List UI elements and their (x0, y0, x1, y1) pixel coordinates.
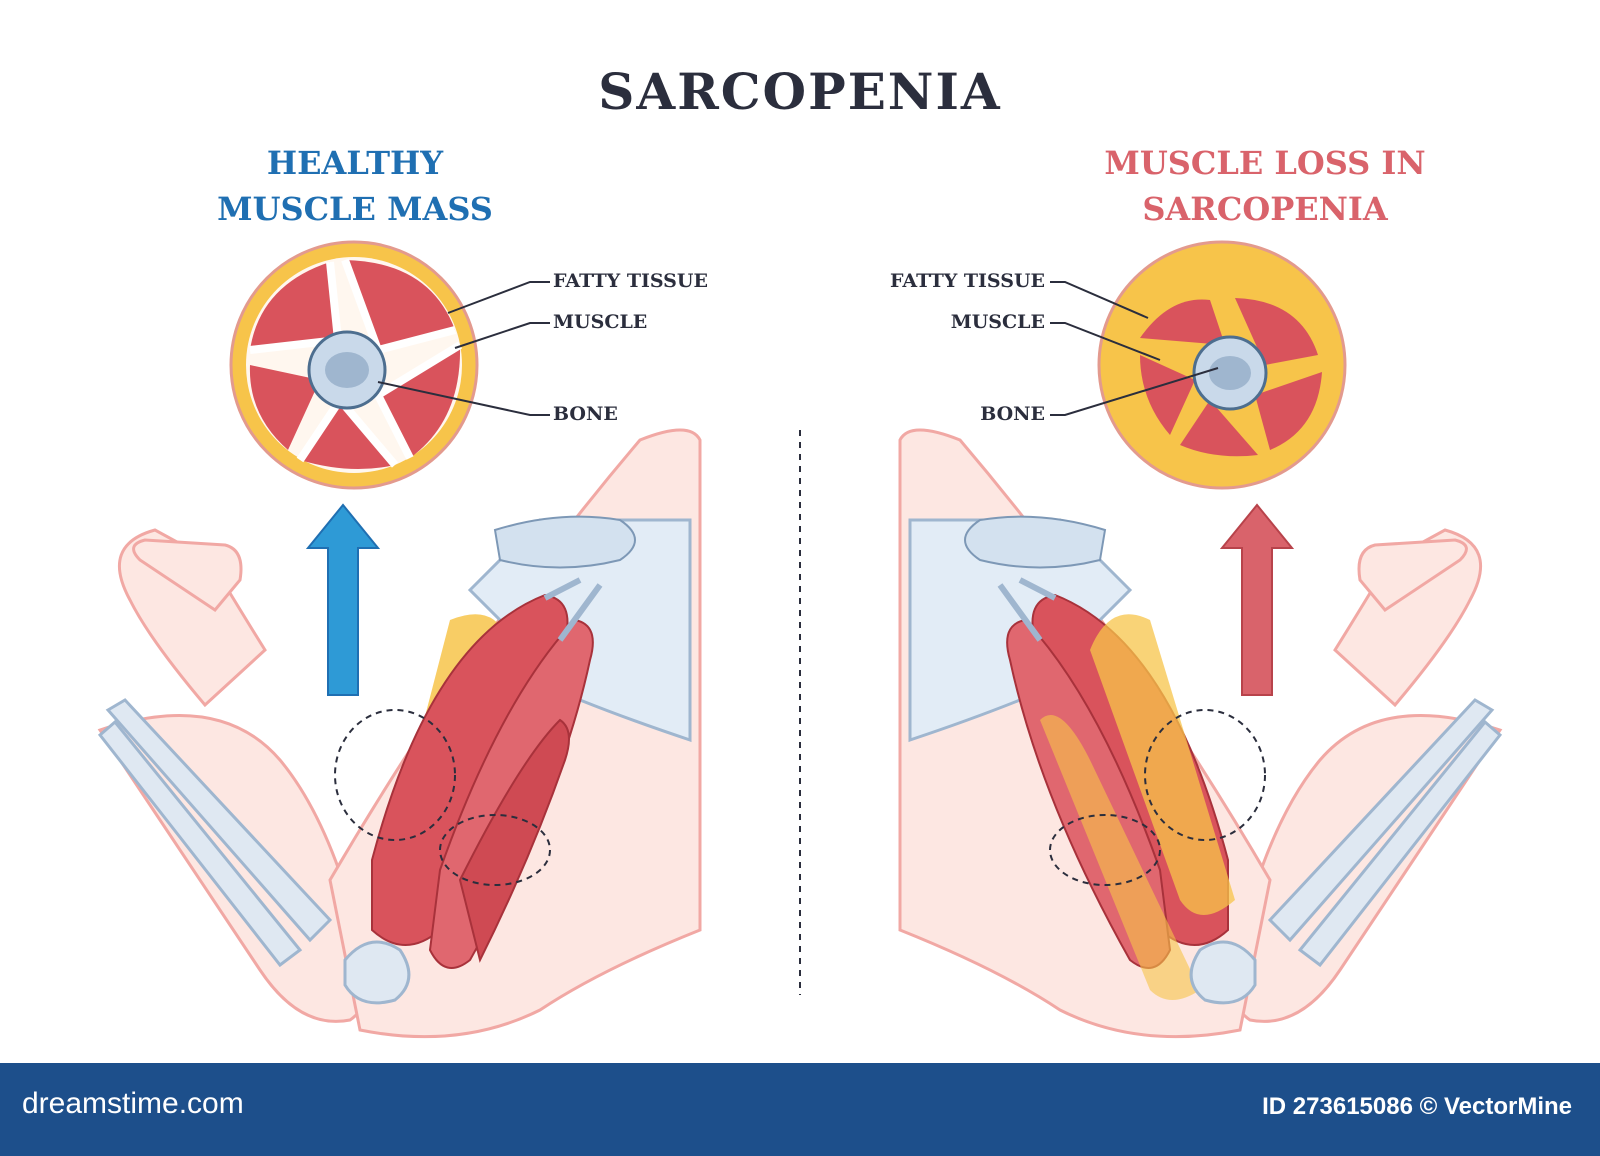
healthy-label-muscle: MUSCLE (553, 311, 648, 333)
sarcopenia-diagram (97, 240, 1503, 1039)
healthy-arrow (305, 503, 381, 696)
sarcopenia-leader-lines (1050, 281, 1219, 416)
sarcopenia-label-bone: BONE (980, 403, 1045, 425)
sarcopenia-label-fatty-tissue: FATTY TISSUE (890, 270, 1045, 292)
healthy-leader-lines (377, 281, 550, 416)
diagram-title: SARCOPENIA (598, 62, 1002, 121)
footer-brand[interactable]: dreamstime.com (22, 1087, 244, 1120)
footer-bar: dreamstime.com ID 273615086 © VectorMine (0, 1063, 1600, 1156)
healthy-label-bone: BONE (553, 403, 618, 425)
sarcopenia-arm (898, 428, 1503, 1039)
healthy-arm (97, 428, 702, 1039)
sarcopenia-cross-section (1097, 240, 1347, 490)
footer-image-id: ID 273615086 © VectorMine (1262, 1093, 1572, 1120)
sarcopenia-label-muscle: MUSCLE (950, 311, 1045, 333)
sarcopenia-heading: MUSCLE LOSS IN SARCOPENIA (1104, 144, 1426, 228)
healthy-cross-section (229, 240, 479, 490)
healthy-heading: HEALTHY MUSCLE MASS (217, 144, 493, 228)
healthy-label-fatty-tissue: FATTY TISSUE (553, 270, 708, 292)
sarcopenia-arrow (1219, 503, 1295, 696)
